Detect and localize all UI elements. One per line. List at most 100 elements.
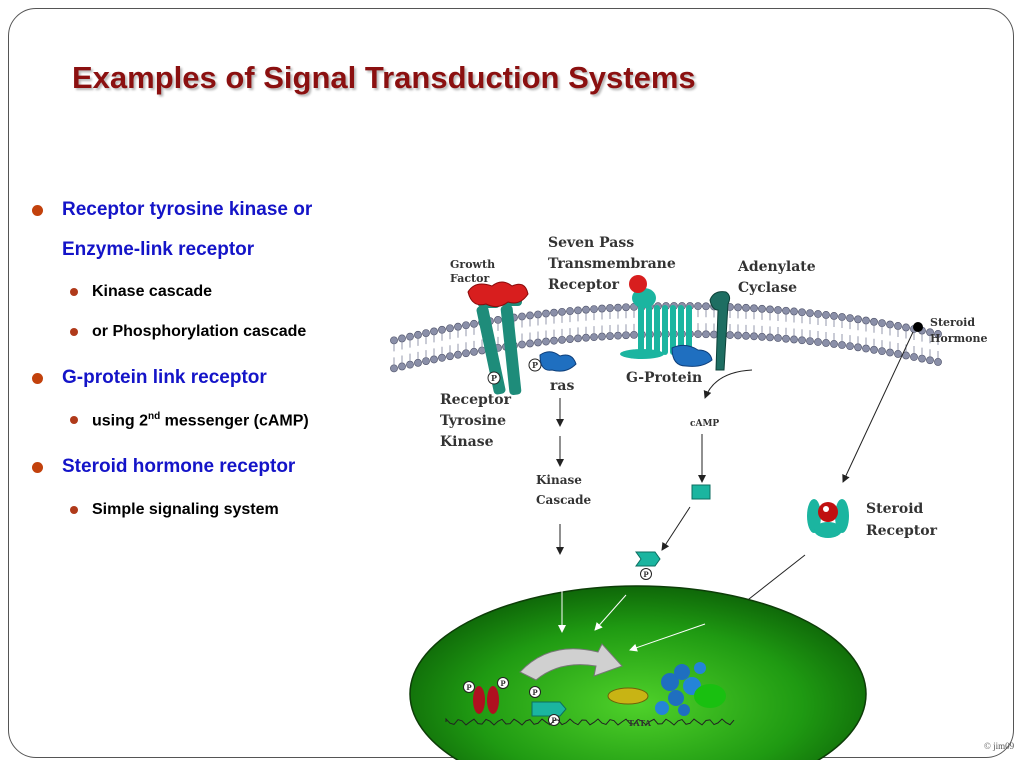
- signal-transduction-diagram: P P Growth Factor Seven Pass Transmembra…: [390, 235, 988, 760]
- svg-text:P: P: [532, 688, 538, 697]
- g-protein-icon: [671, 344, 713, 367]
- nucleus: [409, 585, 867, 760]
- lipid-head: [790, 335, 798, 344]
- lipid-head: [590, 333, 598, 342]
- arrow-nucleus-in-2: [594, 594, 627, 631]
- lipid-head: [886, 320, 894, 329]
- transcription-complex-icon: [655, 662, 726, 716]
- phospho-tf-right: P: [497, 677, 509, 689]
- label-kinase-cascade-1: Kinase: [536, 473, 582, 487]
- lipid-head: [422, 357, 430, 365]
- lipid-head: [750, 332, 758, 341]
- lipid-head: [630, 330, 638, 339]
- lipid-head: [422, 329, 430, 337]
- label-growth-factor-1: Growth: [450, 258, 495, 271]
- lipid-head: [766, 333, 774, 342]
- lipid-head: [494, 316, 502, 324]
- pka-icon: [635, 551, 661, 567]
- lipid-head: [846, 342, 854, 351]
- lipid-head: [702, 330, 710, 339]
- lipid-head: [398, 334, 406, 343]
- label-steroid-receptor-1: Steroid: [866, 501, 924, 517]
- lipid-head: [782, 334, 790, 343]
- lipid-head: [606, 304, 614, 312]
- label-seven-pass-3: Receptor: [548, 277, 620, 293]
- lipid-head: [814, 310, 822, 318]
- lipid-head: [518, 312, 526, 321]
- steroid-receptor-icon: [807, 499, 849, 538]
- phospho-rtk-left: P: [487, 371, 501, 385]
- lipid-head: [894, 350, 902, 358]
- phospho-creb-top: P: [529, 686, 541, 698]
- svg-text:P: P: [500, 679, 506, 688]
- lipid-head: [694, 302, 702, 311]
- lipid-head: [894, 322, 902, 330]
- label-rtk-2: Tyrosine: [440, 413, 506, 429]
- lipid-head: [406, 332, 414, 341]
- label-steroid-hormone-2: Hormone: [930, 332, 988, 345]
- label-adenylate-2: Cyclase: [738, 280, 797, 296]
- arrow-hormone-to-receptor: [842, 331, 914, 483]
- lipid-head: [726, 331, 734, 339]
- lipid-head: [446, 352, 454, 361]
- creb-icon: [531, 701, 567, 717]
- adenylate-cyclase-icon: [709, 291, 731, 371]
- steroid-hormone-icon: [913, 322, 923, 332]
- lipid-head: [390, 364, 398, 373]
- label-rtk-1: Receptor: [440, 392, 512, 408]
- label-kinase-cascade-2: Cascade: [536, 493, 592, 507]
- lipid-head: [462, 321, 470, 330]
- lipid-head: [574, 334, 582, 343]
- lipid-head: [406, 360, 414, 369]
- lipid-head: [534, 338, 542, 347]
- lipid-head: [454, 350, 462, 359]
- label-adenylate-1: Adenylate: [737, 259, 816, 275]
- phospho-pka: P: [640, 568, 652, 580]
- lipid-head: [598, 332, 606, 341]
- lipid-head: [574, 306, 582, 315]
- lipid-head: [694, 330, 702, 339]
- lipid-head: [414, 330, 422, 339]
- lipid-head: [758, 304, 766, 313]
- lipid-head: [854, 343, 862, 352]
- lipid-head: [534, 310, 542, 319]
- label-ras: ras: [550, 378, 574, 394]
- svg-text:P: P: [491, 373, 497, 383]
- lipid-head: [710, 330, 718, 339]
- svg-text:P: P: [466, 683, 472, 692]
- lipid-head: [566, 335, 574, 343]
- lipid-head: [550, 336, 558, 345]
- lipid-head: [414, 358, 422, 367]
- lipid-head: [838, 313, 846, 321]
- camp-square-icon: [691, 484, 711, 500]
- lipid-head: [542, 309, 550, 318]
- lipid-head: [766, 305, 774, 314]
- lipid-head: [470, 347, 478, 356]
- lipid-head: [542, 337, 550, 346]
- phospho-rtk-right: P: [528, 358, 542, 372]
- lipid-head: [774, 306, 782, 314]
- lipid-head: [782, 306, 790, 315]
- lipid-head: [822, 339, 830, 347]
- tata-binding-icon: [607, 687, 649, 705]
- lipid-head: [734, 303, 742, 312]
- lipid-head: [430, 327, 438, 336]
- slide-title: Examples of Signal Transduction Systems: [72, 60, 696, 95]
- lipid-head: [814, 338, 822, 346]
- lipid-head: [518, 340, 526, 349]
- bullet-dot: [32, 373, 43, 384]
- arrow-camp-to-pka: [661, 506, 691, 551]
- lipid-head: [582, 333, 590, 342]
- arrow-nucleus-in-3: [629, 623, 706, 652]
- lipid-head: [934, 358, 942, 366]
- copyright: © jim09: [984, 741, 1015, 751]
- label-g-protein: G-Protein: [626, 370, 702, 386]
- ras-protein-icon: [539, 351, 577, 372]
- lipid-head: [742, 303, 750, 312]
- lipid-head: [606, 332, 614, 340]
- label-seven-pass-1: Seven Pass: [548, 235, 634, 251]
- lipid-head: [758, 332, 766, 341]
- lipid-head: [854, 315, 862, 324]
- dna-strand: [445, 717, 735, 726]
- lipid-head: [526, 311, 534, 320]
